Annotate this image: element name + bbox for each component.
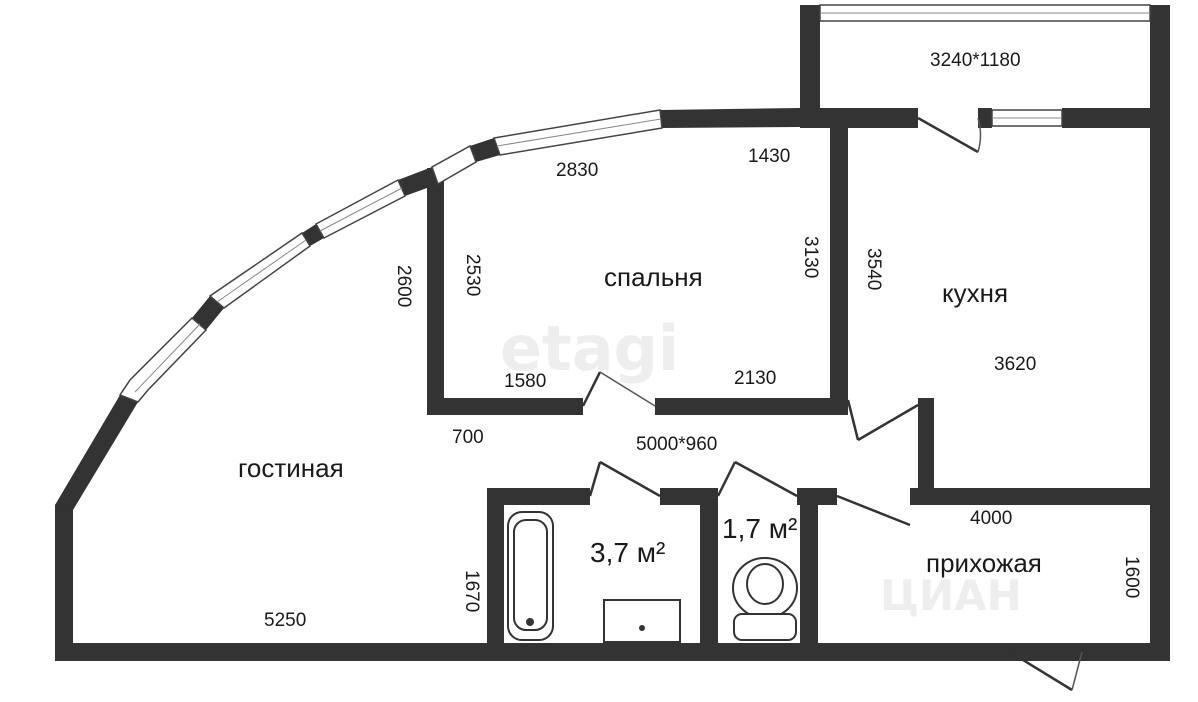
room-label-living: гостиная xyxy=(238,453,344,483)
sink xyxy=(603,599,681,643)
dim-living-left: 2600 xyxy=(393,265,414,307)
area-toilet: 1,7 м² xyxy=(722,513,797,544)
dim-kitchen-left: 3540 xyxy=(863,248,884,290)
dim-bed-bottom-right: 2130 xyxy=(734,368,776,389)
toilet-bowl xyxy=(732,557,798,641)
area-bathroom: 3,7 м² xyxy=(590,537,665,568)
room-label-bedroom: спальня xyxy=(604,262,703,292)
doors xyxy=(581,116,1083,692)
room-label-kitchen: кухня xyxy=(942,278,1008,308)
dim-kitchen-width: 3620 xyxy=(994,354,1036,375)
dim-bed-bottom-left: 1580 xyxy=(504,371,546,392)
dim-bed-top-right: 1430 xyxy=(748,146,790,167)
dim-hall-right: 1600 xyxy=(1121,556,1142,598)
dim-bed-top-left: 2830 xyxy=(556,160,598,181)
room-label-hallway: прихожая xyxy=(926,548,1042,578)
dim-living-bottom: 5250 xyxy=(264,610,306,631)
etagi-watermark: etagi xyxy=(500,312,679,385)
dim-corridor: 5000*960 xyxy=(636,434,717,455)
cian-watermark: ЦИАН xyxy=(880,571,1022,620)
walls xyxy=(55,5,1170,661)
dim-bath-left: 1670 xyxy=(461,570,482,612)
dim-bed-right: 3130 xyxy=(800,236,821,278)
dim-bed-left: 2530 xyxy=(462,254,483,296)
windows xyxy=(118,4,1151,403)
dim-hall-top: 4000 xyxy=(970,508,1012,529)
dim-living-700: 700 xyxy=(452,427,484,448)
dim-balcony: 3240*1180 xyxy=(930,50,1021,71)
bathtub xyxy=(507,511,554,641)
